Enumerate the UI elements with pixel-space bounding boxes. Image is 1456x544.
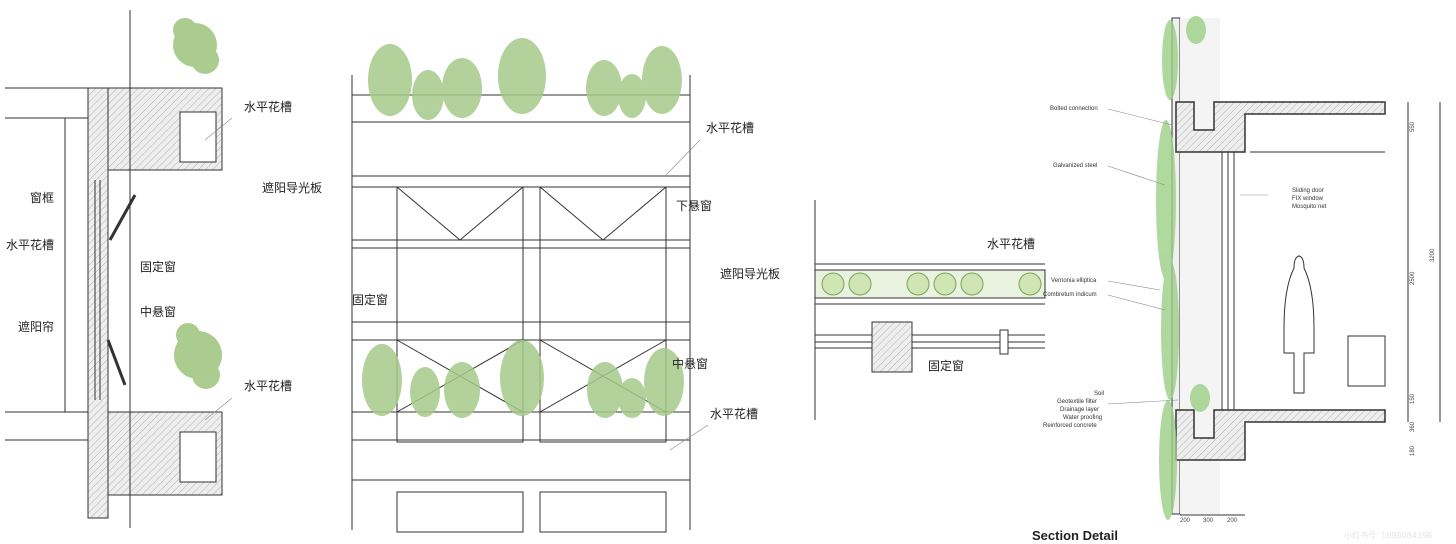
panel-3-planters: [821, 272, 1042, 296]
dim-2500: 2500: [1410, 271, 1416, 285]
label-drainage: Drainage layer: [1060, 407, 1100, 413]
panel-1-trees: [173, 18, 222, 389]
watermark: 小红书号: 1098084396: [1344, 531, 1433, 540]
label-pivot-window: 中悬窗: [672, 357, 709, 371]
label-horizontal-planter-mid: 水平花槽: [6, 238, 55, 252]
panel-4-section: [1171, 17, 1441, 516]
label-light-shelf: 遮阳导光板: [262, 181, 323, 195]
label-window-frame: 窗框: [30, 191, 55, 205]
label-sun-blind: 遮阳帘: [18, 320, 55, 334]
panel-1-section: [5, 10, 223, 528]
panel-2-trees: [362, 38, 684, 418]
panel-4-vines: [1156, 16, 1210, 520]
label-horizontal-planter-bottom: 水平花槽: [244, 379, 293, 393]
label-horizontal-planter-top: 水平花槽: [244, 100, 293, 114]
dim-width-1: 200: [1180, 518, 1191, 524]
dim-width-2: 300: [1203, 518, 1214, 524]
label-mosquito-net: Mosquito net: [1292, 204, 1327, 210]
label-vernonia: Vernonia elliptica: [1051, 278, 1097, 284]
label-light-shelf: 遮阳导光板: [720, 267, 781, 281]
label-fixed-window: 固定窗: [928, 359, 965, 373]
label-horizontal-planter: 水平花槽: [987, 237, 1036, 251]
dim-550: 550: [1410, 121, 1416, 132]
label-combretum: Combretum indicum: [1043, 292, 1097, 298]
dim-360: 360: [1410, 421, 1416, 432]
label-horizontal-planter-bottom: 水平花槽: [710, 407, 759, 421]
label-fixed-window: 固定窗: [352, 293, 389, 307]
section-detail-title: Section Detail: [1032, 528, 1118, 543]
label-hopper-window: 下悬窗: [676, 199, 713, 213]
label-fix-window: FIX window: [1292, 196, 1324, 202]
panel-3-plan: [814, 200, 1046, 420]
dim-180: 180: [1410, 445, 1416, 456]
label-sliding-door: Sliding door: [1292, 188, 1324, 194]
label-bolted-connection: Bolted connection: [1050, 106, 1098, 112]
dim-3200: 3200: [1430, 248, 1436, 262]
panel-2-elevation: [351, 75, 691, 533]
label-geotextile: Geotextile filter: [1057, 399, 1098, 405]
label-reinforced-concrete: Reinforced concrete: [1043, 423, 1097, 429]
leader-lines: [204, 108, 1268, 451]
label-fixed-window: 固定窗: [140, 260, 177, 274]
label-horizontal-planter-top: 水平花槽: [706, 121, 755, 135]
label-soil: Soil: [1094, 391, 1105, 397]
label-pivot-window: 中悬窗: [140, 305, 177, 319]
dim-width-3: 200: [1227, 518, 1238, 524]
label-galvanized-steel: Galvanized steel: [1053, 163, 1098, 169]
dim-150: 150: [1410, 393, 1416, 404]
label-waterproofing: Water proofing: [1063, 415, 1103, 421]
